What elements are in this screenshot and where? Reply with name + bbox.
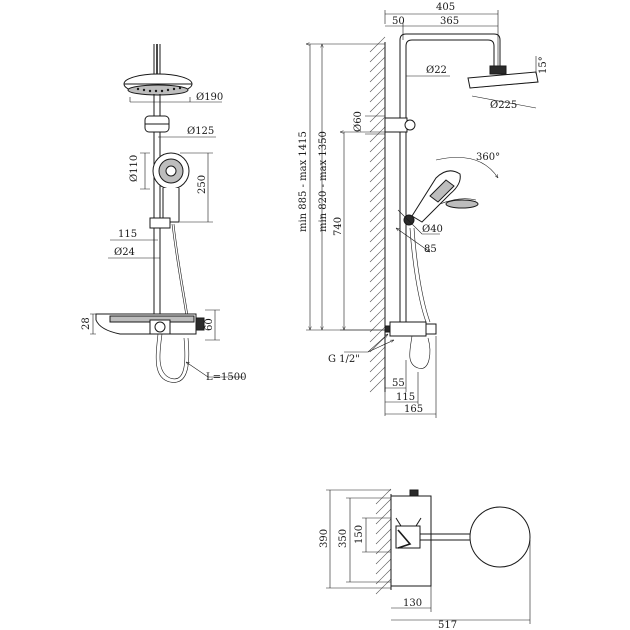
front-slider [149,217,171,229]
front-rail [153,94,161,330]
top-arm [420,533,470,541]
top-view: 390 350 150 130 517 [319,488,531,630]
side-arm-diameter-label: Ø22 [426,65,447,76]
side-rail-height-label: 740 [333,217,344,236]
front-hose-loop [159,333,186,380]
front-mixer-height-label: 60 [204,318,215,331]
side-head-angle-label: 15° [538,56,549,74]
side-depth-115-label: 115 [396,392,415,403]
side-height-range-rail-label: min 820 - max 1350 [318,131,329,232]
top-total-depth-label: 517 [438,620,457,630]
top-total-height-label: 390 [319,529,330,548]
side-wall-gap-label: 50 [392,16,405,27]
side-holder-diameter-label: Ø40 [422,224,443,235]
top-arm-bracket [395,525,421,549]
front-handshower-diameter-label: Ø110 [129,155,140,182]
front-view: Ø190 Ø125 Ø110 250 115 Ø24 [81,44,246,383]
side-hose [409,227,427,323]
side-holder-offset-label: 85 [424,244,437,255]
side-bracket-diameter-label: Ø60 [353,111,364,132]
front-hose [171,223,187,317]
top-height-350-label: 350 [338,529,349,548]
side-mixer [389,321,427,337]
side-rotation-label: 360° [476,152,500,163]
front-rail-diameter-label: Ø24 [114,247,135,258]
side-wall-bracket [384,117,408,133]
front-bar-offset-label: 115 [118,229,137,240]
top-shower-head [469,506,531,568]
top-wall-hatch [375,488,392,595]
top-depth-130-label: 130 [403,598,422,609]
side-thread-label: G 1/2" [328,354,360,365]
side-view: 405 50 365 Ø22 15° Ø225 Ø60 min 885 - ma… [298,2,549,418]
front-holder-diameter-label: Ø125 [187,126,214,137]
side-height-range-total-label: min 885 - max 1415 [298,131,309,232]
top-height-150-label: 150 [354,525,365,544]
side-total-reach-label: 405 [436,2,455,13]
front-head-diameter-label: Ø190 [196,92,223,103]
side-depth-165-label: 165 [404,404,423,415]
front-handshower-height-label: 250 [197,175,208,194]
front-shelf-height-label: 28 [81,317,92,330]
side-rail [399,40,407,330]
front-hose-length-label: L=1500 [206,372,246,383]
side-head-diameter-label: Ø225 [490,100,517,111]
front-mixer-handle [149,319,171,335]
side-depth-55-label: 55 [392,378,405,389]
side-arm-reach-label: 365 [440,16,459,27]
side-arm [399,33,501,68]
